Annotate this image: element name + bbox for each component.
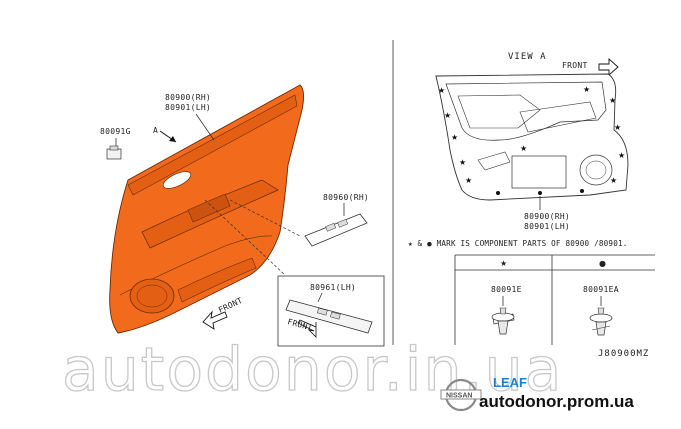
label-view-a: VIEW A: [508, 52, 547, 62]
label-80091ea: 80091EA: [583, 285, 619, 294]
label-80900-rh: 80900(RH): [165, 93, 211, 102]
label-80091g: 80091G: [100, 127, 131, 136]
door-panel-back-view[interactable]: [435, 73, 629, 201]
svg-text:★: ★: [451, 133, 458, 142]
parts-table: [454, 254, 655, 345]
front-inset-arrow-icon: [297, 319, 317, 338]
svg-text:★: ★: [444, 111, 451, 120]
leaf-logo: LEAF: [493, 375, 527, 390]
label-80091e: 80091E: [491, 285, 522, 294]
label-80960-rh: 80960(RH): [323, 193, 369, 202]
svg-text:★: ★: [465, 176, 472, 185]
svg-text:★: ★: [583, 85, 590, 94]
dashed-leader-switch: [229, 199, 301, 237]
label-view-80900-rh: 80900(RH): [524, 212, 570, 221]
svg-text:★: ★: [609, 96, 616, 105]
front-view-arrow-icon: [598, 57, 619, 77]
svg-text:★: ★: [614, 123, 621, 132]
svg-text:★: ★: [459, 158, 466, 167]
clip-80091g[interactable]: [106, 145, 122, 160]
table-header-star: ★: [500, 259, 507, 268]
label-front-view: FRONT: [562, 61, 588, 70]
star-markers: ★ ★ ★ ★ ★ ★ ★ ★ ★ ★ ★: [438, 85, 625, 185]
nissan-logo: NISSAN: [440, 378, 482, 412]
mark-note: ★ & ● MARK IS COMPONENT PARTS OF 80900 /…: [408, 239, 628, 248]
clip-80091ea-icon[interactable]: [589, 307, 613, 336]
clip-80091e-icon[interactable]: [491, 307, 515, 335]
dashed-leader-inset: [204, 199, 286, 276]
svg-text:NISSAN: NISSAN: [446, 393, 472, 400]
front-arrow-icon: [202, 310, 228, 330]
table-header-dot: ●: [599, 259, 606, 268]
label-view-80901-lh: 80901(LH): [524, 222, 570, 231]
figure-code: J80900MZ: [598, 349, 649, 359]
switch-bezel-80961[interactable]: [285, 299, 373, 334]
leader-80900: [195, 113, 215, 141]
label-front-main: FRONT: [217, 296, 244, 315]
svg-text:★: ★: [618, 151, 625, 160]
label-80961-lh: 80961(LH): [310, 283, 356, 292]
svg-text:★: ★: [610, 176, 617, 185]
svg-text:★: ★: [438, 86, 445, 95]
site-url[interactable]: autodonor.prom.ua: [479, 392, 634, 411]
view-a-arrow-icon: [159, 130, 177, 143]
switch-bezel-80960[interactable]: [304, 213, 368, 247]
dot-markers: [496, 189, 584, 195]
leader-80961: [317, 292, 323, 303]
label-arrow-a: A: [153, 126, 158, 135]
svg-text:★: ★: [520, 144, 527, 153]
door-trim-panel[interactable]: [109, 84, 305, 334]
label-80901-lh: 80901(LH): [165, 103, 211, 112]
